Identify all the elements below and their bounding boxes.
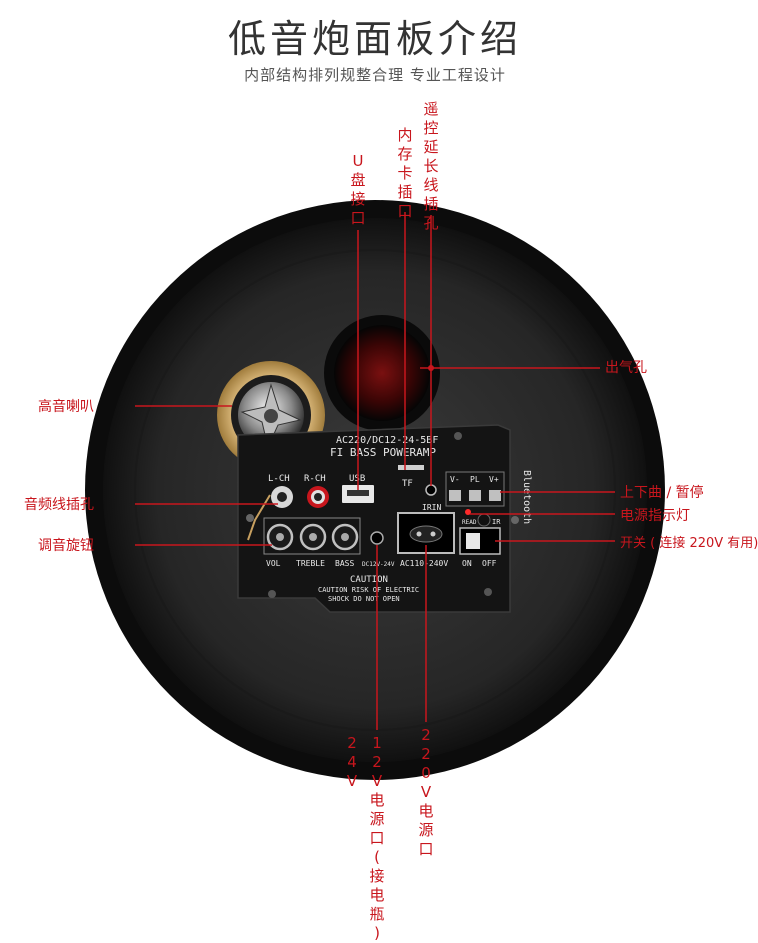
- vent-label: 出气孔: [605, 360, 647, 376]
- vplus-label: V+: [489, 475, 499, 484]
- subwoofer-illustration: AC220/DC12-24-5BF FI BASS POWERAMP L-CH …: [85, 200, 665, 780]
- switch-label: 开关 ( 连接 220V 有用): [620, 536, 758, 551]
- off-label: OFF: [482, 559, 497, 568]
- power24-label: 24V: [346, 734, 358, 790]
- remote-jack-label: 遥控延长线插孔: [423, 100, 439, 232]
- caution-line2: SHOCK DO NOT OPEN: [328, 595, 400, 603]
- usb-port-label: U盘接口: [350, 152, 366, 227]
- panel-model-text: AC220/DC12-24-5BF: [336, 435, 438, 446]
- power220-label: 220V 电源口: [418, 726, 434, 858]
- dc-label: DC12V-24V: [362, 561, 395, 568]
- bluetooth-label: Bluetooth: [521, 470, 532, 524]
- vminus-label: V-: [450, 475, 460, 484]
- irin-label: IRIN: [422, 503, 441, 512]
- caution-line1: CAUTION RISK OF ELECTRIC: [318, 586, 419, 594]
- pl-label: PL: [470, 475, 480, 484]
- power12-label: 12V 电源口 ( 接电瓶 ): [369, 734, 385, 942]
- ir-label: IR: [492, 518, 501, 526]
- tf-slot: [398, 465, 424, 470]
- rch-label: R-CH: [304, 474, 326, 484]
- track-buttons-label: 上下曲 / 暂停: [620, 485, 704, 501]
- control-panel: [237, 424, 511, 613]
- panel-brand-text: FI BASS POWERAMP: [330, 446, 436, 459]
- usb-label: USB: [349, 474, 365, 484]
- ir-sensor: [477, 513, 491, 527]
- lch-label: L-CH: [268, 474, 290, 484]
- bass-label: BASS: [335, 559, 354, 568]
- read-label: READ: [462, 519, 477, 526]
- vol-label: VOL: [266, 559, 281, 568]
- caution-title: CAUTION: [350, 575, 388, 585]
- tf-label: TF: [402, 479, 413, 489]
- on-label: ON: [462, 559, 472, 568]
- dc-jack: [370, 531, 384, 545]
- page-title: 低音炮面板介绍: [227, 17, 522, 61]
- knobs-label: 调音旋钮: [38, 538, 94, 554]
- tweeter-label: 高音喇叭: [38, 399, 94, 415]
- ac-label: AC110-240V: [400, 559, 448, 568]
- treble-label: TREBLE: [296, 559, 325, 568]
- prev-button: [449, 490, 461, 501]
- page-subtitle: 内部结构排列规整合理 专业工程设计: [244, 66, 506, 84]
- tf-slot-label: 内存卡插口: [397, 126, 413, 220]
- next-button: [489, 490, 501, 501]
- audio-jack-label: 音频线插孔: [24, 497, 94, 513]
- power-led-label: 电源指示灯: [620, 508, 690, 524]
- play-pause-button: [469, 490, 481, 501]
- power-led: [465, 509, 471, 515]
- irin-jack: [425, 484, 437, 496]
- callout-lines: [135, 212, 615, 730]
